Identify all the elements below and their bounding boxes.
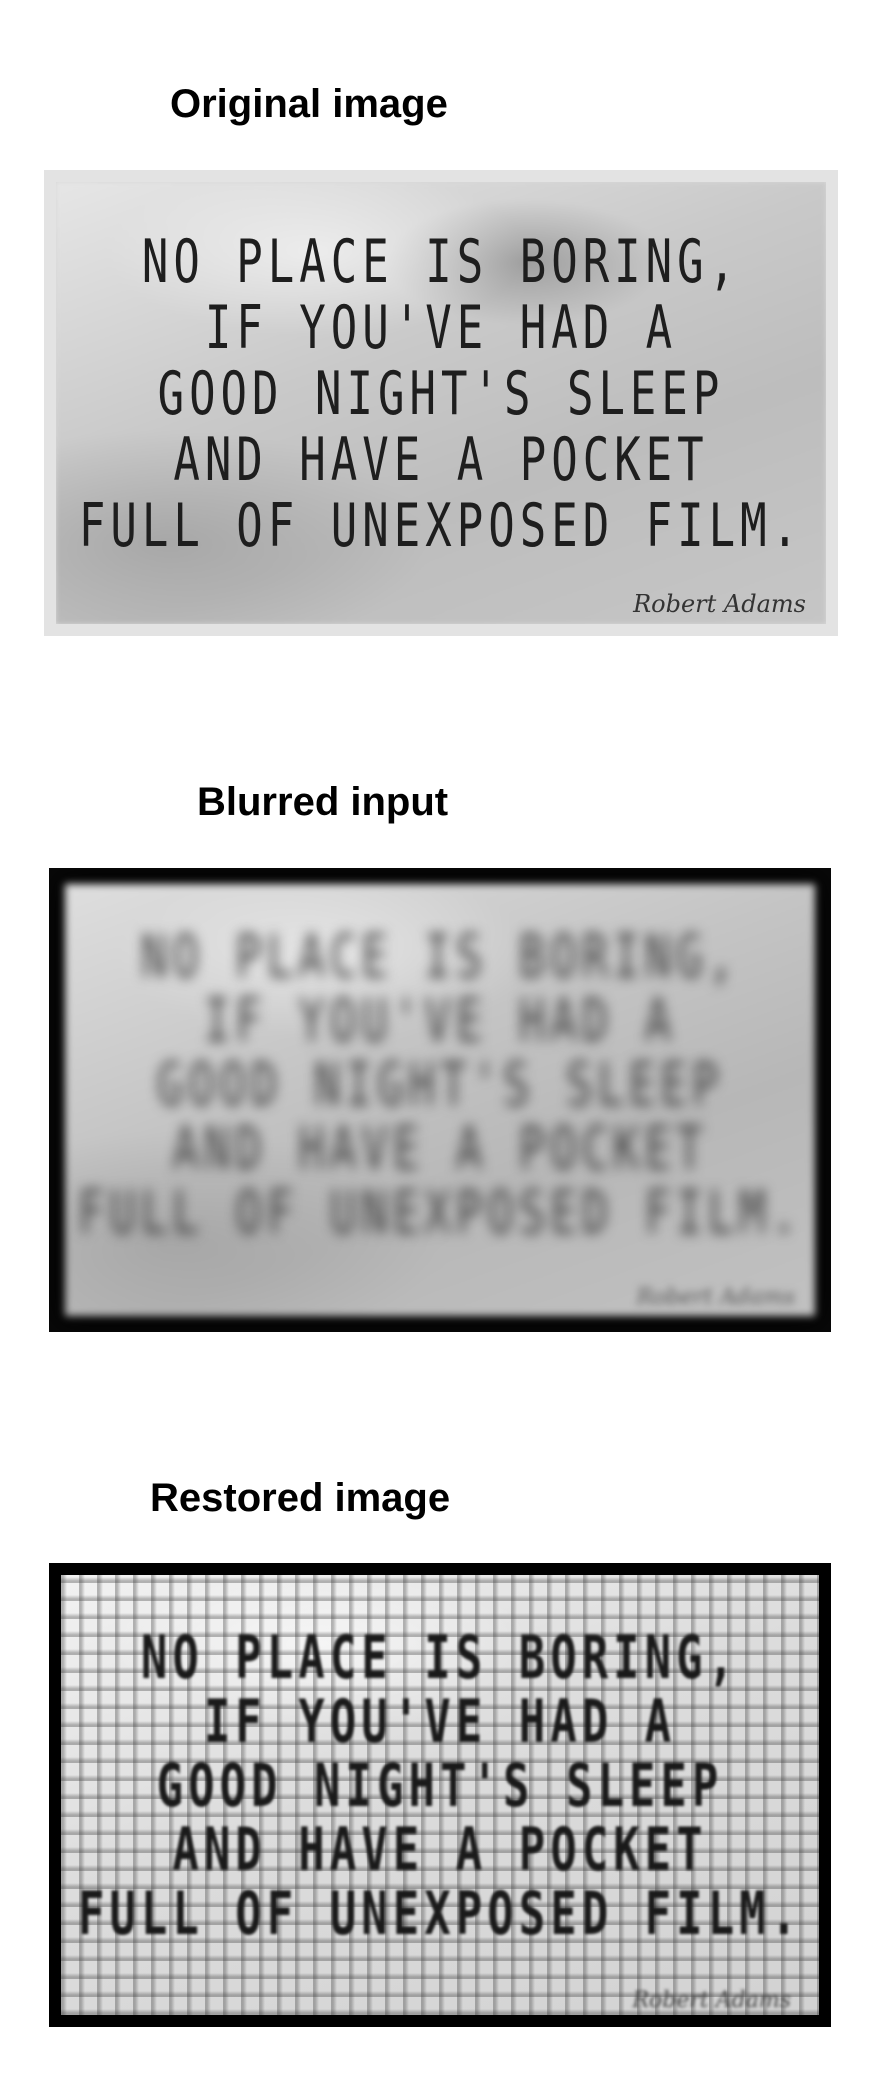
quote-line: NO PLACE IS BORING, (141, 227, 741, 297)
quote-line: NO PLACE IS BORING, (140, 922, 740, 992)
quote-line: IF YOU'VE HAD A (203, 986, 677, 1056)
quote-line: AND HAVE A POCKET (172, 1815, 708, 1885)
original-image-background (56, 182, 826, 624)
quote-line: AND HAVE A POCKET (173, 425, 709, 495)
restored-image-background (61, 1575, 819, 2015)
quote-line: FULL OF UNEXPOSED FILM. (77, 1879, 803, 1949)
quote-line: IF YOU'VE HAD A (204, 293, 678, 363)
quote-line: GOOD NIGHT'S SLEEP (156, 1050, 724, 1120)
blurred-image-background (65, 884, 815, 1316)
restored-image: NO PLACE IS BORING, IF YOU'VE HAD A GOOD… (49, 1563, 831, 2027)
blurred-signature: Robert Adams (636, 1285, 795, 1310)
quote-line: NO PLACE IS BORING, (140, 1623, 740, 1693)
quote-line: AND HAVE A POCKET (172, 1114, 708, 1184)
quote-line: FULL OF UNEXPOSED FILM. (78, 491, 804, 561)
quote-line: GOOD NIGHT'S SLEEP (156, 1751, 724, 1821)
restored-image-title: Restored image (150, 1476, 451, 1520)
original-image-title: Original image (170, 82, 448, 126)
original-image: NO PLACE IS BORING, IF YOU'VE HAD A GOOD… (44, 170, 838, 636)
original-quote-text: NO PLACE IS BORING, IF YOU'VE HAD A GOOD… (56, 228, 826, 561)
restored-quote-text: NO PLACE IS BORING, IF YOU'VE HAD A GOOD… (49, 1624, 831, 1949)
original-signature: Robert Adams (633, 590, 806, 618)
quote-line: FULL OF UNEXPOSED FILM. (77, 1178, 803, 1248)
blurred-input-image: NO PLACE IS BORING, IF YOU'VE HAD A GOOD… (49, 868, 831, 1332)
blurred-input-title: Blurred input (197, 780, 449, 824)
quote-line: GOOD NIGHT'S SLEEP (157, 359, 725, 429)
restored-signature: Robert Adams (632, 1988, 791, 2013)
quote-line: IF YOU'VE HAD A (203, 1687, 677, 1757)
blurred-quote-text: NO PLACE IS BORING, IF YOU'VE HAD A GOOD… (49, 923, 831, 1248)
